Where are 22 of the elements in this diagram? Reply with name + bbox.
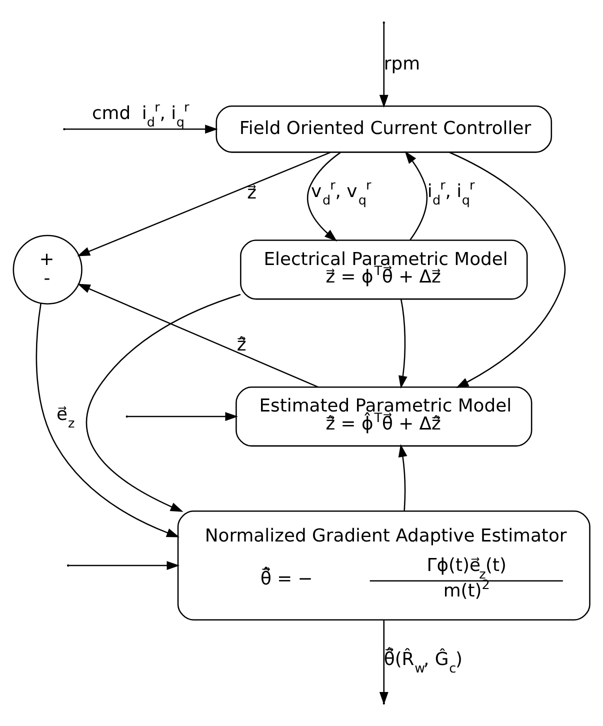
edge-label: z⃗̂ [236,334,246,356]
arrow [127,412,238,422]
node-box: Field Oriented Current Controller [216,106,552,153]
edge-label: e⃗$_{z}$ [56,404,75,432]
arrow [307,152,341,242]
arrow [398,444,408,511]
arrow [86,294,241,512]
node-box: Estimated Parametric Model z⃗̂ = ϕ̂$^{T}$θ⃗ + Δz⃗̂ [236,386,532,447]
arrow [36,303,180,538]
arrow [64,124,218,134]
arrow [77,152,331,256]
arrow [404,151,428,240]
edge-label: z⃗ [247,182,256,204]
node-box: Electrical Parametric Model z⃗ = ϕ$^{T}$θ⃗ + Δz⃗ [240,240,528,300]
arrow [77,284,318,388]
edge-label: rpm [384,53,420,74]
arrow [398,298,408,389]
edge-label: θ⃗̂(R̂$_{w}$, Ĝ$_{c}$) [384,648,462,676]
arrow [379,23,388,108]
node-circle: + - [12,234,82,304]
arrow [448,152,566,388]
arrow [68,561,180,570]
